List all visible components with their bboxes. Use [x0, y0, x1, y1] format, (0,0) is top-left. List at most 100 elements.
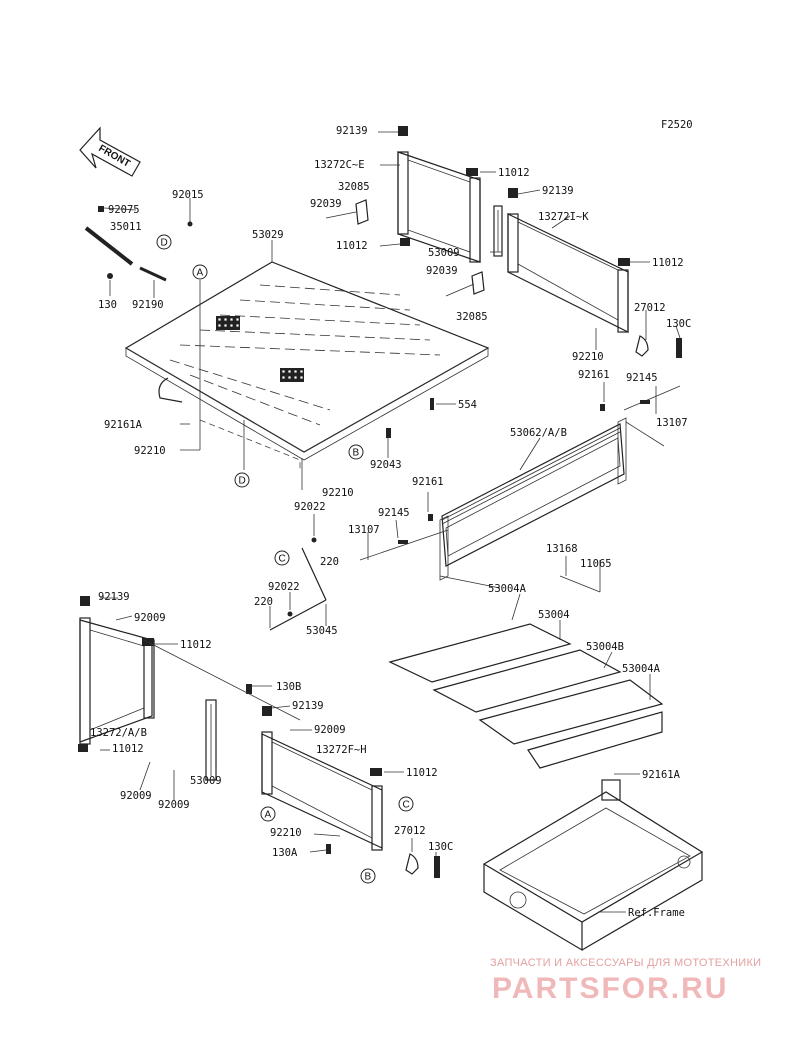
label-ref-frame: Ref.Frame [628, 907, 685, 919]
label-92015: 92015 [172, 189, 204, 201]
ref-circle-c: C [398, 796, 414, 812]
label-53009: 53009 [190, 775, 222, 787]
label-92161: 92161 [578, 369, 610, 381]
label-53009: 53009 [428, 247, 460, 259]
side-rail-rear [507, 188, 630, 333]
label-92145: 92145 [378, 507, 410, 519]
label-92139: 92139 [542, 185, 574, 197]
tailgate-53062 [439, 417, 665, 589]
svg-text:B: B [353, 448, 360, 459]
ref-circle-d: D [156, 234, 172, 250]
label-13107: 13107 [348, 524, 380, 536]
label-92022: 92022 [294, 501, 326, 513]
label-11012: 11012 [406, 767, 438, 779]
watermark-brand: PARTSFOR.RU [492, 972, 728, 1005]
ref-circle-b: B [360, 868, 376, 884]
cable-53045 [301, 547, 327, 601]
label-220: 220 [254, 596, 273, 608]
svg-text:C: C [279, 554, 286, 565]
label-130: 130 [98, 299, 117, 311]
cargo-bed-floor [124, 261, 490, 461]
label-13272f-h: 13272F~H [316, 744, 367, 756]
label-92161a: 92161A [104, 419, 143, 431]
ref-circle-a: A [260, 806, 276, 822]
label-53004: 53004 [538, 609, 570, 621]
svg-text:D: D [239, 476, 246, 487]
label-13272c-e: 13272C~E [314, 159, 365, 171]
ref-circle-c: C [274, 550, 290, 566]
label-92039: 92039 [310, 198, 342, 210]
label-13272i-k: 13272I~K [538, 211, 589, 223]
label-92145: 92145 [626, 372, 658, 384]
svg-text:D: D [161, 238, 168, 249]
label-92161: 92161 [412, 476, 444, 488]
label-11065: 11065 [580, 558, 612, 570]
label-53004b: 53004B [586, 641, 624, 653]
label-130b: 130B [276, 681, 301, 693]
label-92139: 92139 [292, 700, 324, 712]
label-92009: 92009 [120, 790, 152, 802]
label-13168: 13168 [546, 543, 578, 555]
label-92190: 92190 [132, 299, 164, 311]
label-92210: 92210 [572, 351, 604, 363]
label-11012: 11012 [180, 639, 212, 651]
svg-text:C: C [403, 800, 410, 811]
label-220: 220 [320, 556, 339, 568]
label-27012: 27012 [394, 825, 426, 837]
bracket-53009-upper [493, 205, 503, 257]
label-32085: 32085 [338, 181, 370, 193]
label-53004a: 53004A [622, 663, 661, 675]
ref-circle-b: B [348, 444, 364, 460]
label-35011: 35011 [110, 221, 142, 233]
svg-text:B: B [365, 872, 372, 883]
side-rail-lower-front [78, 596, 155, 752]
label-53045: 53045 [306, 625, 338, 637]
figure-code: F2520 [661, 119, 693, 131]
label-92139: 92139 [336, 125, 368, 137]
side-rail-lower-rear [261, 706, 383, 851]
ref-circle-d: D [234, 472, 250, 488]
label-554: 554 [458, 399, 477, 411]
hinge-32085-lower [471, 271, 485, 295]
label-11012: 11012 [652, 257, 684, 269]
rod-35011 [84, 206, 193, 282]
label-92210: 92210 [270, 827, 302, 839]
reference-frame [482, 779, 704, 952]
svg-text:A: A [265, 810, 272, 821]
watermark-tagline: ЗАПЧАСТИ И АКСЕССУАРЫ ДЛЯ МОТОТЕХНИКИ [490, 957, 761, 969]
label-130c: 130C [666, 318, 691, 330]
label-11012: 11012 [112, 743, 144, 755]
label-11012: 11012 [336, 240, 368, 252]
label-130c: 130C [428, 841, 453, 853]
front-arrow-icon: FRONT [79, 126, 141, 177]
label-92139: 92139 [98, 591, 130, 603]
floor-mats [388, 623, 664, 769]
label-92043: 92043 [370, 459, 402, 471]
ref-circle-a: A [192, 264, 208, 280]
label-92039: 92039 [426, 265, 458, 277]
label-13272-a-b: 13272/A/B [90, 727, 147, 739]
label-11012: 11012 [498, 167, 530, 179]
side-rail-front [397, 126, 481, 263]
label-92009: 92009 [158, 799, 190, 811]
label-92210: 92210 [322, 487, 354, 499]
label-53029: 53029 [252, 229, 284, 241]
latch-27012-upper [635, 335, 649, 357]
label-92161a: 92161A [642, 769, 681, 781]
label-92009: 92009 [314, 724, 346, 736]
svg-text:A: A [197, 268, 204, 279]
bracket-53009-lower [205, 699, 217, 781]
label-13107: 13107 [656, 417, 688, 429]
label-130a: 130A [272, 847, 298, 859]
label-32085: 32085 [456, 311, 488, 323]
label-53062-a-b: 53062/A/B [510, 427, 567, 439]
label-92022: 92022 [268, 581, 300, 593]
label-92009: 92009 [134, 612, 166, 624]
bolt-130c-upper [676, 338, 682, 358]
label-53004a: 53004A [488, 583, 527, 595]
label-92210: 92210 [134, 445, 166, 457]
label-27012: 27012 [634, 302, 666, 314]
label-92075: 92075 [108, 204, 140, 216]
hinge-32085-upper [355, 199, 369, 225]
